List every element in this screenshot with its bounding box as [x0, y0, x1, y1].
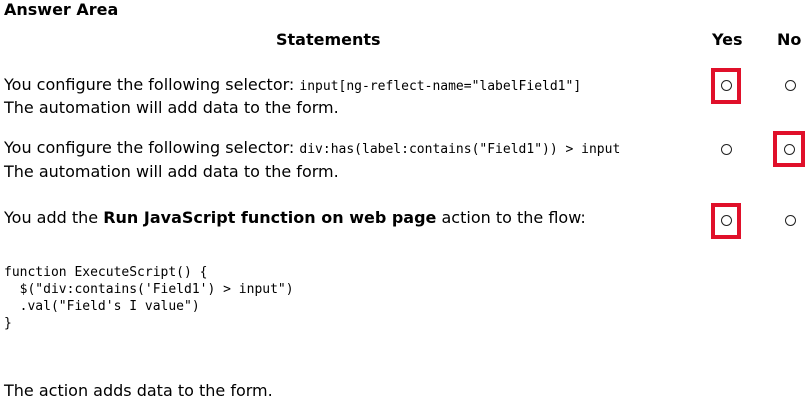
statement-2-selector-code: div:has(label:contains("Field1")) > inpu… — [299, 142, 621, 157]
statement-3-action-name: Run JavaScript function on web page — [103, 208, 437, 227]
statement-1-yes-selection-highlight — [711, 68, 741, 104]
statement-2-line-2: The automation will add data to the form… — [4, 162, 339, 181]
statement-3-line-2: The action adds data to the form. — [4, 381, 273, 400]
statement-1-prefix: You configure the following selector: — [4, 75, 295, 94]
statement-3-suffix: action to the flow: — [436, 208, 586, 227]
statement-2-prefix: You configure the following selector: — [4, 138, 295, 157]
statement-1-line-1: You configure the following selector: in… — [4, 74, 581, 98]
no-column-header: No — [777, 30, 802, 49]
statement-1-line-2: The automation will add data to the form… — [4, 98, 339, 117]
statement-2-no-radio[interactable] — [784, 144, 795, 155]
statement-2-yes-radio[interactable] — [721, 144, 732, 155]
statement-3-line-1: You add the Run JavaScript function on w… — [4, 207, 586, 229]
answer-area-title: Answer Area — [4, 0, 119, 19]
statement-1-selector-code: input[ng-reflect-name="labelField1"] — [299, 79, 582, 94]
statement-3-yes-selection-highlight — [711, 203, 741, 239]
statement-1-yes-radio[interactable] — [721, 80, 732, 91]
javascript-code-block: function ExecuteScript() { $("div:contai… — [4, 265, 294, 331]
statement-1-no-radio[interactable] — [785, 80, 796, 91]
statement-3-no-radio[interactable] — [785, 215, 796, 226]
statement-2-line-1: You configure the following selector: di… — [4, 137, 620, 161]
statement-2-no-selection-highlight — [773, 131, 805, 167]
statements-header: Statements — [276, 30, 381, 49]
yes-column-header: Yes — [712, 30, 743, 49]
statement-3-prefix: You add the — [4, 208, 104, 227]
statement-3-yes-radio[interactable] — [721, 215, 732, 226]
